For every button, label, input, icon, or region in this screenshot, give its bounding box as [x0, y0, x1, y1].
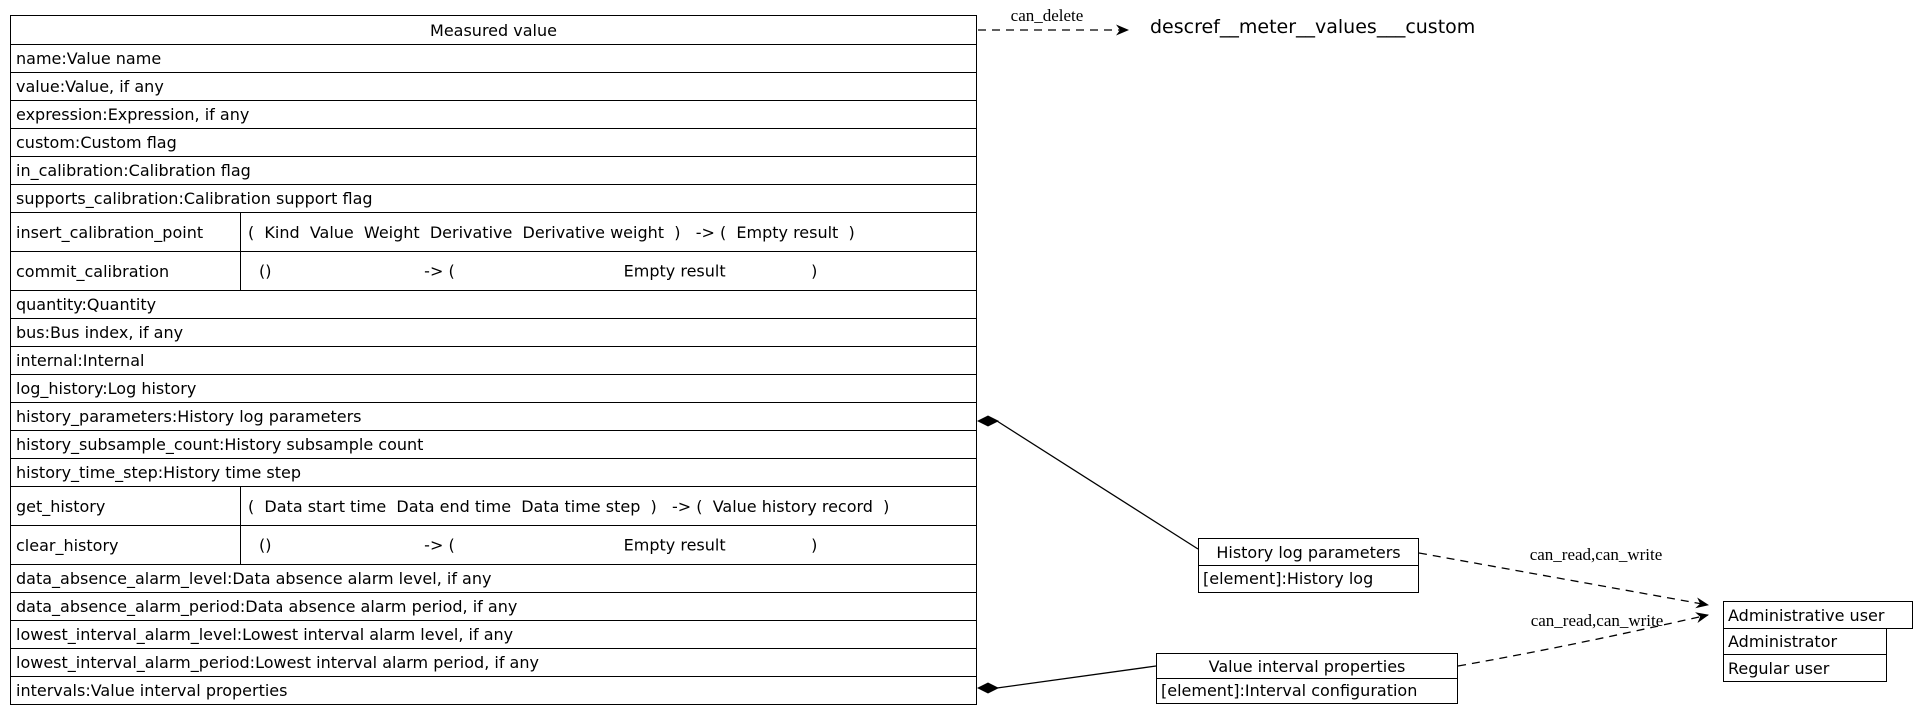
attr-row-intervals: intervals:Value interval properties — [11, 676, 976, 704]
method-name: commit_calibration — [11, 252, 241, 290]
attr-row-custom: custom:Custom flag — [11, 128, 976, 156]
attr-row-log-history: log_history:Log history — [11, 374, 976, 402]
admin-node-title: Administrative user — [1723, 601, 1913, 629]
can-delete-edge-label: can_delete — [1010, 6, 1084, 25]
diamond-history-parameters — [977, 415, 999, 427]
admin-node-row-administrator: Administrator — [1723, 627, 1887, 656]
diamond-intervals — [977, 682, 999, 694]
attr-row-internal: internal:Internal — [11, 346, 976, 374]
can-read-write-label-history: can_read,can_write — [1529, 545, 1663, 564]
attr-row-history-parameters: history_parameters:History log parameter… — [11, 402, 976, 430]
method-row-clear-history: clear_history () -> ( Empty result ) — [11, 525, 976, 564]
sig-part: Empty result — [623, 535, 726, 555]
descref-meter-values-custom-label: descref__meter__values___custom — [1150, 16, 1476, 38]
sig-part: ) — [811, 535, 818, 555]
attr-row-value: value:Value, if any — [11, 72, 976, 100]
measured-value-title: Measured value — [430, 20, 557, 40]
method-name: clear_history — [11, 526, 241, 564]
sig-part: () — [259, 535, 272, 555]
attr-row-in-calibration: in_calibration:Calibration flag — [11, 156, 976, 184]
attr-row-quantity: quantity:Quantity — [11, 290, 976, 318]
sig-part: () — [259, 261, 272, 281]
method-signature: () -> ( Empty result ) — [241, 252, 976, 290]
sig-part: -> ( — [424, 261, 455, 281]
method-signature: ( Data start time Data end time Data tim… — [248, 496, 890, 516]
intervals-edge — [996, 665, 1157, 689]
attr-row-expression: expression:Expression, if any — [11, 100, 976, 128]
attr-row-bus: bus:Bus index, if any — [11, 318, 976, 346]
value-interval-properties-node: Value interval properties [element]:Inte… — [1156, 653, 1458, 704]
admin-node-row-regular-user: Regular user — [1723, 654, 1887, 683]
method-name: get_history — [11, 487, 241, 525]
attr-row-history-time-step: history_time_step:History time step — [11, 458, 976, 486]
method-signature: () -> ( Empty result ) — [241, 526, 976, 564]
history-log-parameters-node: History log parameters [element]:History… — [1198, 538, 1419, 593]
attr-row-lowest-interval-alarm-period: lowest_interval_alarm_period:Lowest inte… — [11, 648, 976, 676]
method-row-insert-calibration-point: insert_calibration_point ( Kind Value We… — [11, 212, 976, 251]
attr-row-supports-calibration: supports_calibration:Calibration support… — [11, 184, 976, 212]
method-row-commit-calibration: commit_calibration () -> ( Empty result … — [11, 251, 976, 290]
method-signature: ( Kind Value Weight Derivative Derivativ… — [248, 222, 855, 242]
interval-node-element-row: [element]:Interval configuration — [1156, 677, 1458, 704]
administrative-user-node: Administrative user Administrator Regula… — [1723, 601, 1913, 683]
interval-node-title: Value interval properties — [1156, 653, 1458, 679]
method-row-get-history: get_history ( Data start time Data end t… — [11, 486, 976, 525]
attr-row-data-absence-alarm-period: data_absence_alarm_period:Data absence a… — [11, 592, 976, 620]
attr-row-history-subsample-count: history_subsample_count:History subsampl… — [11, 430, 976, 458]
method-name: insert_calibration_point — [11, 213, 241, 251]
attr-row-name: name:Value name — [11, 44, 976, 72]
attr-row-lowest-interval-alarm-level: lowest_interval_alarm_level:Lowest inter… — [11, 620, 976, 648]
history-node-title: History log parameters — [1198, 538, 1419, 566]
sig-part: ) — [811, 261, 818, 281]
history-parameters-edge — [996, 420, 1199, 550]
attr-row-data-absence-alarm-level: data_absence_alarm_level:Data absence al… — [11, 564, 976, 592]
history-node-element-row: [element]:History log — [1198, 564, 1419, 593]
sig-part: -> ( — [424, 535, 455, 555]
sig-part: Empty result — [623, 261, 726, 281]
can-read-write-label-interval: can_read,can_write — [1530, 611, 1664, 630]
measured-value-node: Measured value name:Value name value:Val… — [10, 15, 977, 705]
